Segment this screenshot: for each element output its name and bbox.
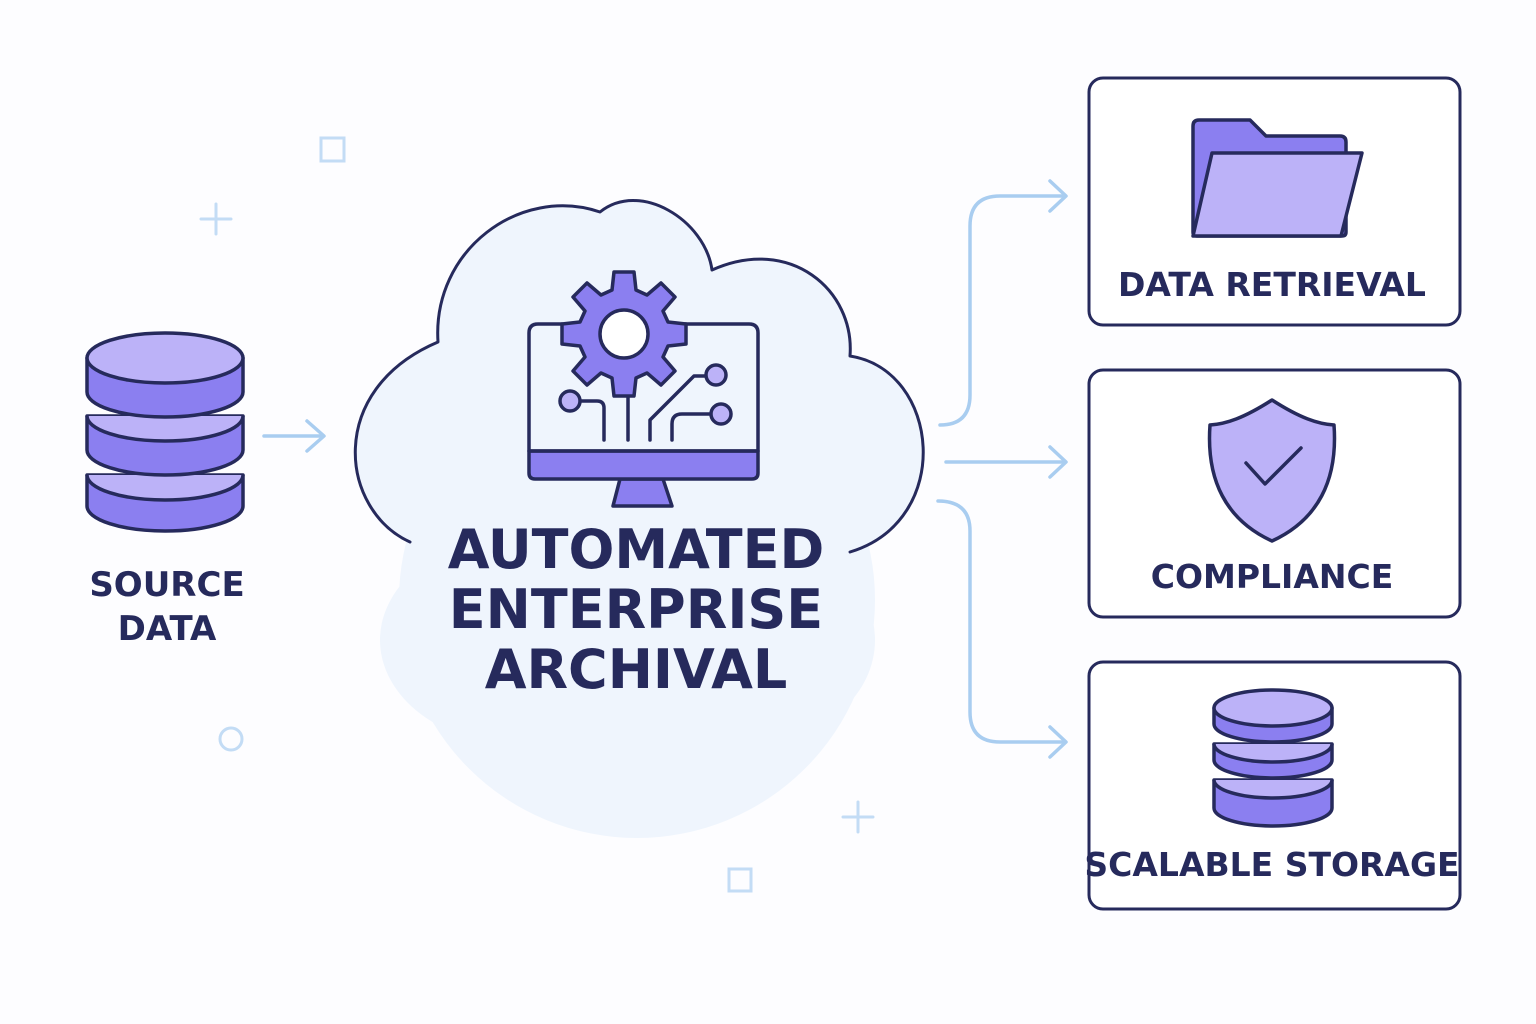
decor-square: [727, 867, 753, 893]
decor-plus: [841, 800, 875, 834]
source-label-line1: SOURCE: [89, 565, 244, 605]
source-database-icon: [85, 331, 245, 533]
output-card-data-retrieval: DATA RETRIEVAL: [1087, 76, 1462, 327]
arrows-cloud-to-outputs: [936, 179, 1068, 759]
decorations: [199, 136, 875, 893]
shield-check-icon: [1207, 398, 1337, 543]
center-title-line1: AUTOMATED: [448, 518, 825, 581]
arrow-to-scalable-storage: [936, 499, 1066, 744]
decor-square: [319, 136, 346, 163]
center-title-line3: ARCHIVAL: [485, 638, 788, 701]
folder-icon: [1191, 118, 1364, 238]
output-label: DATA RETRIEVAL: [1118, 265, 1426, 304]
database-icon: [1212, 688, 1334, 828]
arrow-source-to-cloud: [262, 419, 326, 453]
decor-plus: [199, 202, 233, 236]
output-card-scalable-storage: SCALABLE STORAGE: [1084, 660, 1462, 911]
decor-circle: [218, 726, 244, 752]
output-label: SCALABLE STORAGE: [1084, 845, 1459, 884]
output-card-compliance: COMPLIANCE: [1087, 368, 1462, 619]
output-label: COMPLIANCE: [1151, 557, 1394, 596]
center-title-line2: ENTERPRISE: [449, 578, 823, 641]
source-label-line2: DATA: [118, 609, 217, 649]
arrow-to-data-retrieval: [938, 194, 1066, 427]
monitor-gear-circuit-icon: [527, 270, 760, 508]
